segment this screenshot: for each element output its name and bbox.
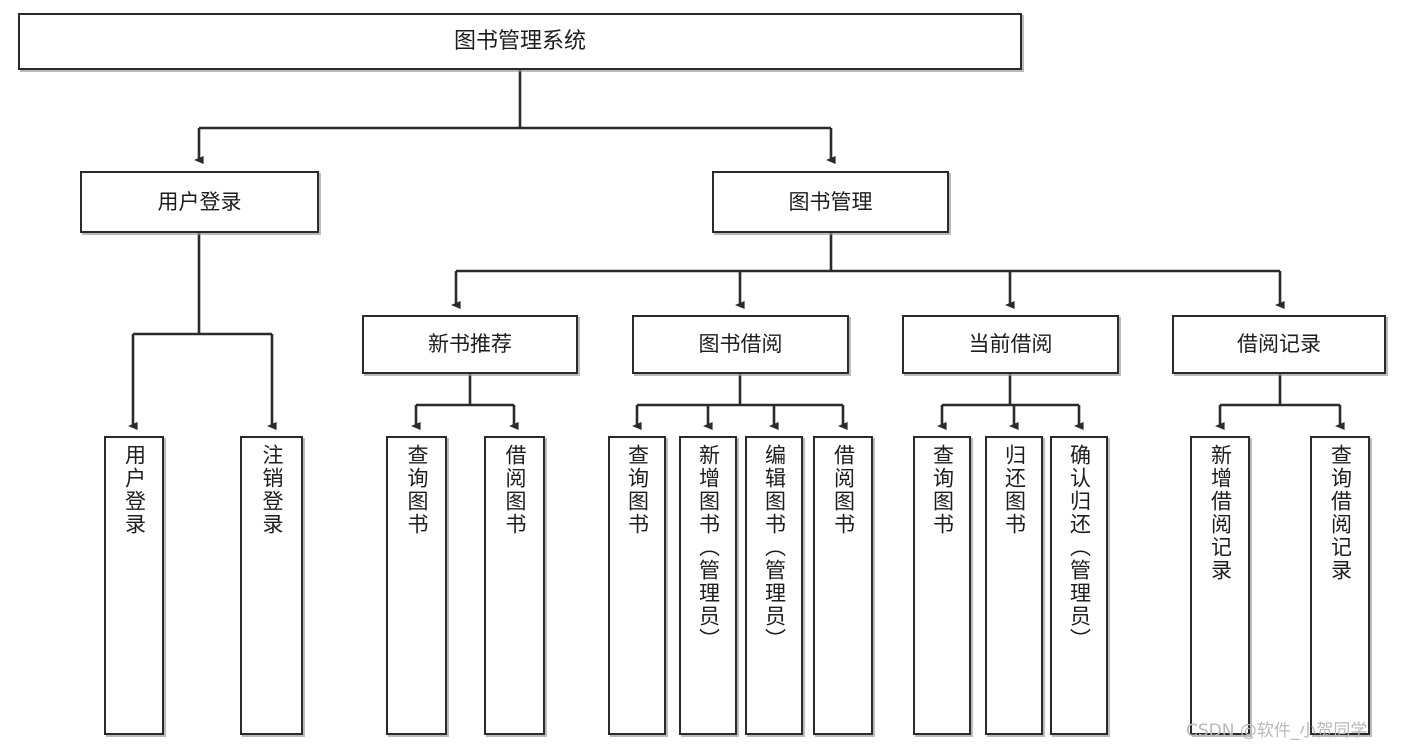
node-root[interactable]: 图书管理系统 bbox=[18, 13, 1022, 70]
node-leaf-query-book-current-label: 查询图书 bbox=[930, 444, 955, 536]
node-leaf-return-book-label: 归还图书 bbox=[1002, 444, 1027, 536]
node-current-borrow[interactable]: 当前借阅 bbox=[902, 315, 1119, 374]
node-leaf-query-book-borrow-label: 查询图书 bbox=[625, 444, 650, 536]
node-leaf-add-borrow-record-label: 新增借阅记录 bbox=[1208, 444, 1233, 582]
csdn-watermark: CSDN @软件_小贺同学 bbox=[1186, 721, 1368, 741]
node-leaf-edit-book-admin[interactable]: 编辑图书（管理员） bbox=[745, 436, 803, 735]
node-leaf-add-book-admin-label: 新增图书（管理员） bbox=[696, 444, 721, 651]
node-leaf-user-login[interactable]: 用户登录 bbox=[104, 436, 164, 735]
node-leaf-borrow-book-rec-label: 借阅图书 bbox=[503, 444, 527, 536]
node-leaf-query-book-rec-label: 查询图书 bbox=[405, 444, 429, 536]
node-leaf-add-book-admin[interactable]: 新增图书（管理员） bbox=[679, 436, 737, 735]
node-root-label: 图书管理系统 bbox=[453, 28, 586, 54]
node-leaf-query-book-rec[interactable]: 查询图书 bbox=[386, 436, 447, 735]
node-leaf-user-login-label: 用户登录 bbox=[122, 444, 147, 536]
node-user-login[interactable]: 用户登录 bbox=[80, 171, 319, 233]
node-leaf-return-book[interactable]: 归还图书 bbox=[985, 436, 1043, 735]
node-book-manage-label: 图书管理 bbox=[788, 189, 873, 214]
node-leaf-query-borrow-record-label: 查询借阅记录 bbox=[1328, 444, 1353, 582]
node-leaf-confirm-return-admin[interactable]: 确认归还（管理员） bbox=[1050, 436, 1108, 735]
node-leaf-borrow-book-label: 借阅图书 bbox=[831, 444, 856, 536]
node-book-borrow-label: 图书借阅 bbox=[698, 332, 783, 357]
node-book-manage[interactable]: 图书管理 bbox=[712, 171, 949, 233]
node-new-book-recommend-label: 新书推荐 bbox=[428, 332, 512, 357]
node-leaf-logout-label: 注销登录 bbox=[260, 444, 284, 536]
node-leaf-logout[interactable]: 注销登录 bbox=[240, 436, 303, 735]
node-leaf-borrow-book[interactable]: 借阅图书 bbox=[813, 436, 873, 735]
node-leaf-confirm-return-admin-label: 确认归还（管理员） bbox=[1067, 444, 1092, 651]
node-borrow-record-label: 借阅记录 bbox=[1237, 332, 1321, 357]
node-borrow-record[interactable]: 借阅记录 bbox=[1172, 315, 1386, 374]
node-leaf-query-book-current[interactable]: 查询图书 bbox=[913, 436, 971, 735]
node-current-borrow-label: 当前借阅 bbox=[968, 332, 1053, 357]
node-leaf-query-book-borrow[interactable]: 查询图书 bbox=[608, 436, 666, 735]
node-book-borrow[interactable]: 图书借阅 bbox=[632, 315, 849, 374]
node-leaf-add-borrow-record[interactable]: 新增借阅记录 bbox=[1190, 436, 1250, 735]
node-user-login-label: 用户登录 bbox=[157, 189, 242, 214]
node-leaf-query-borrow-record[interactable]: 查询借阅记录 bbox=[1310, 436, 1370, 735]
node-new-book-recommend[interactable]: 新书推荐 bbox=[362, 315, 578, 374]
node-leaf-edit-book-admin-label: 编辑图书（管理员） bbox=[762, 444, 787, 651]
node-leaf-borrow-book-rec[interactable]: 借阅图书 bbox=[484, 436, 545, 735]
